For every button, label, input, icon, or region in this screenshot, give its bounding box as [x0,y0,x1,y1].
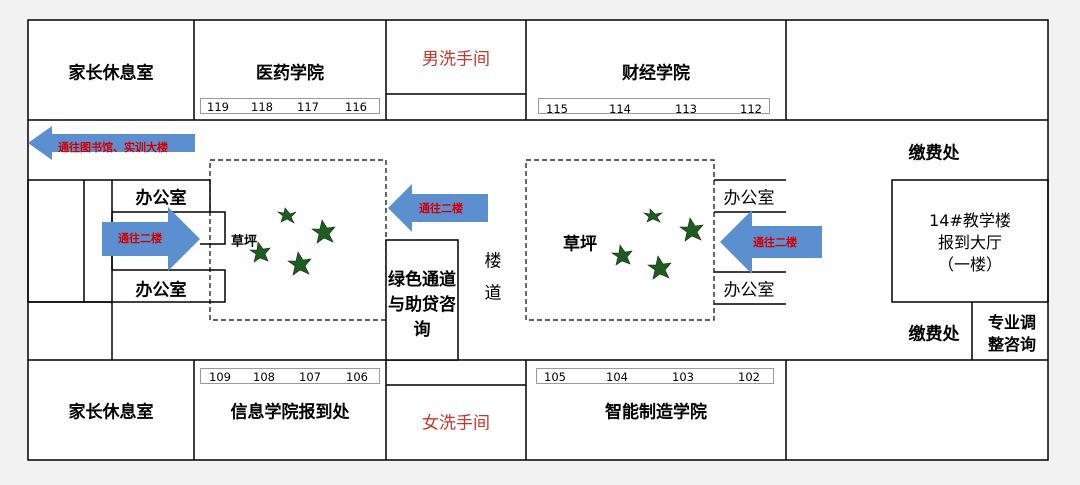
room-number: 107 [299,370,321,384]
room-number: 116 [345,100,367,114]
room-info-college-report: 信息学院报到处 [230,402,350,423]
arrow-to-library [28,126,195,160]
stair-corridor-label-2: 道 [484,283,502,304]
room-womens-restroom: 女洗手间 [422,413,490,434]
major-adjustment-consulting: 专业调整咨询 [987,313,1036,354]
office-right-top: 办公室 [723,188,775,209]
office-left-bottom: 办公室 [135,280,187,301]
room-number: 117 [297,100,319,114]
room-number: 102 [738,370,760,384]
room-number: 106 [346,370,368,384]
tree-icon [611,208,704,280]
room-finance-college: 财经学院 [622,63,690,84]
lawn-right: 草坪 [563,234,597,255]
room-parent-lounge-top: 家长休息室 [68,63,154,84]
arrow-label-right-stairs: 通往二楼 [753,236,797,249]
registration-hall: 14#教学楼 报到大厅 （一楼） [929,211,1011,274]
payment-office-top: 缴费处 [908,143,960,164]
lawn-left: 草坪 [230,234,258,250]
payment-office-bottom: 缴费处 [908,324,960,345]
arrow-center-stairs [388,184,488,232]
room-number: 109 [209,370,231,384]
room-number-strip-finance [538,98,770,114]
office-right-bottom: 办公室 [723,280,775,301]
room-number-strip-medicine [200,98,380,114]
office-left-top: 办公室 [135,188,187,209]
lawn-right-outline [525,159,715,321]
arrow-label-center-stairs: 通往二楼 [419,202,463,215]
room-medicine-college: 医药学院 [256,63,324,84]
room-number: 118 [251,100,273,114]
room-number: 114 [609,102,631,116]
room-smart-manufacturing-college: 智能制造学院 [605,402,707,423]
room-number: 108 [253,370,275,384]
arrow-left-stairs [102,207,200,271]
room-parent-lounge-bottom: 家长休息室 [68,402,154,423]
green-channel-loan-consulting: 绿色通道与助贷咨询 [388,270,456,340]
room-number: 115 [546,102,568,116]
room-number: 104 [606,370,628,384]
arrow-label-left-stairs: 通往二楼 [118,232,162,245]
tree-icon [249,207,336,276]
room-number: 119 [207,100,229,114]
stair-corridor-label-1: 楼 [484,251,502,272]
room-number: 103 [672,370,694,384]
arrow-label-library: 通往图书馆、实训大楼 [58,141,168,154]
room-number: 105 [544,370,566,384]
room-number: 113 [675,102,697,116]
room-number-strip-info [200,368,380,384]
room-number: 112 [740,102,762,116]
room-mens-restroom: 男洗手间 [422,49,490,70]
arrow-right-stairs [720,210,822,274]
room-number-strip-smart [536,368,774,384]
